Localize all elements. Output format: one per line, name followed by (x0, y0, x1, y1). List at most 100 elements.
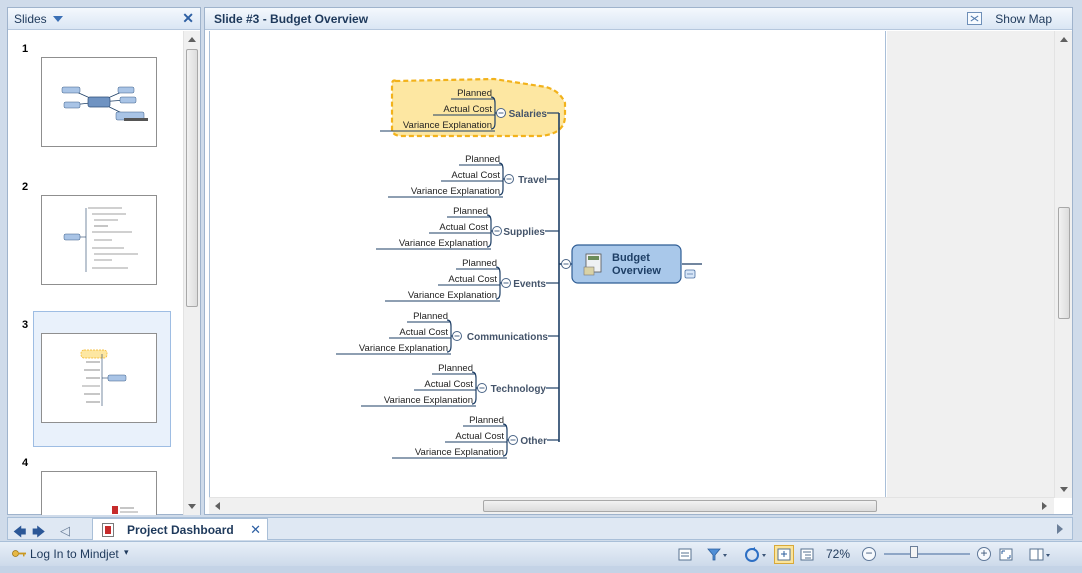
slides-pane: Slides ✕ 1 (7, 7, 201, 515)
document-tab-strip: 🡄 🡆 ◁ Project Dashboard ✕ (7, 517, 1073, 540)
subtopic-variance-explanation[interactable]: Variance Explanation (384, 395, 473, 406)
document-icon (102, 523, 114, 537)
slide-1-preview (61, 86, 148, 121)
scroll-down-arrow-icon[interactable] (1060, 487, 1068, 492)
subtopic-planned[interactable]: Planned (453, 206, 488, 217)
canvas-vertical-scrollbar[interactable] (1054, 31, 1072, 498)
slide-title: Slide #3 - Budget Overview (214, 12, 369, 26)
outline-view-button[interactable] (797, 545, 817, 564)
subtopic-planned[interactable]: Planned (413, 311, 448, 322)
calculator-icon (583, 253, 602, 276)
slide-view-pane: Slide #3 - Budget Overview Show Map Sala… (204, 7, 1073, 515)
zoom-in-icon[interactable]: + (977, 547, 991, 561)
zoom-level[interactable]: 72% (826, 547, 851, 561)
subtopic-planned[interactable]: Planned (469, 415, 504, 426)
scroll-up-arrow-icon[interactable] (188, 37, 196, 42)
filter-icon (707, 548, 727, 561)
scroll-down-arrow-icon[interactable] (188, 504, 196, 509)
scroll-right-arrow-icon[interactable] (1042, 502, 1047, 510)
subtopic-actual-cost[interactable]: Actual Cost (455, 431, 504, 442)
slides-close-icon[interactable]: ✕ (182, 10, 194, 26)
subtopic-actual-cost[interactable]: Actual Cost (399, 327, 448, 338)
outline-view-icon (800, 548, 814, 561)
sync-button[interactable] (742, 545, 770, 564)
slides-list: 1 (8, 31, 184, 515)
login-dropdown-icon[interactable]: ▾ (124, 547, 129, 557)
zoom-slider-track[interactable] (884, 553, 970, 555)
tab-scroll-left-icon[interactable]: ◁ (60, 523, 70, 538)
slide-thumbnail-1[interactable] (41, 57, 157, 147)
subtopic-planned[interactable]: Planned (457, 88, 492, 99)
subtopic-variance-explanation[interactable]: Variance Explanation (403, 120, 492, 131)
slides-scrollbar-thumb[interactable] (186, 49, 198, 307)
slide-margin-area (887, 31, 1054, 498)
slides-scrollbar[interactable] (183, 31, 200, 515)
slide-thumbnail-item-1[interactable]: 1 (8, 31, 184, 167)
login-button[interactable]: Log In to Mindjet (30, 547, 119, 561)
canvas-vertical-scrollbar-thumb[interactable] (1058, 207, 1070, 319)
map-view-button[interactable] (774, 545, 794, 564)
show-map-icon[interactable] (967, 12, 982, 25)
status-bar: Log In to Mindjet ▾ 72% − + (0, 541, 1082, 566)
subtopic-actual-cost[interactable]: Actual Cost (448, 274, 497, 285)
slide-thumbnail-item-4[interactable]: 4 (8, 445, 184, 515)
subtopic-planned[interactable]: Planned (438, 363, 473, 374)
forward-arrow-icon[interactable]: 🡆 (32, 524, 46, 539)
subtopic-actual-cost[interactable]: Actual Cost (443, 104, 492, 115)
key-icon (12, 550, 26, 557)
subtopic-actual-cost[interactable]: Actual Cost (439, 222, 488, 233)
slide-view-header: Slide #3 - Budget Overview Show Map (205, 8, 1072, 30)
branch-topic-communications[interactable]: Communications (467, 332, 549, 343)
branch-topic-travel[interactable]: Travel (518, 175, 547, 186)
sync-icon (745, 547, 766, 562)
subtopic-planned[interactable]: Planned (465, 154, 500, 165)
branch-topic-other[interactable]: Other (520, 436, 547, 447)
subtopic-variance-explanation[interactable]: Variance Explanation (408, 290, 497, 301)
slides-pane-header: Slides ✕ (8, 8, 200, 30)
slide-thumbnail-item-3[interactable]: 3 (8, 307, 184, 447)
fit-map-icon (999, 548, 1013, 561)
filter-button[interactable] (705, 545, 731, 564)
subtopic-variance-explanation[interactable]: Variance Explanation (411, 186, 500, 197)
close-tab-icon[interactable]: ✕ (250, 522, 261, 537)
back-arrow-icon[interactable]: 🡄 (13, 524, 27, 539)
slides-dropdown-icon[interactable] (53, 16, 63, 22)
branch-topic-events[interactable]: Events (513, 279, 546, 290)
tab-scroll-right-icon[interactable] (1057, 524, 1063, 534)
show-map-button[interactable]: Show Map (995, 12, 1052, 26)
subtopic-planned[interactable]: Planned (462, 258, 497, 269)
tab-project-dashboard[interactable]: Project Dashboard ✕ (92, 518, 268, 540)
canvas-horizontal-scrollbar-thumb[interactable] (483, 500, 877, 512)
selected-topic-highlight[interactable] (390, 77, 567, 138)
subtopic-actual-cost[interactable]: Actual Cost (451, 170, 500, 181)
slide-number: 3 (22, 319, 29, 331)
scroll-up-arrow-icon[interactable] (1060, 37, 1068, 42)
subtopic-variance-explanation[interactable]: Variance Explanation (399, 238, 488, 249)
layout-button[interactable] (1026, 545, 1054, 564)
slide-2-preview (63, 207, 138, 272)
subtopic-variance-explanation[interactable]: Variance Explanation (359, 343, 448, 354)
subtopic-variance-explanation[interactable]: Variance Explanation (415, 447, 504, 458)
branch-topic-supplies[interactable]: Supplies (503, 227, 545, 238)
zoom-out-icon[interactable]: − (862, 547, 876, 561)
slide-thumbnail-4[interactable] (41, 471, 157, 515)
slide-thumbnail-item-2[interactable]: 2 (8, 169, 184, 305)
notes-button[interactable] (675, 545, 695, 564)
zoom-slider-handle[interactable] (910, 546, 918, 558)
slide-number: 4 (22, 457, 29, 469)
slide-4-preview (112, 506, 138, 514)
slide-thumbnail-3[interactable] (41, 333, 157, 423)
subtopic-actual-cost[interactable]: Actual Cost (424, 379, 473, 390)
branch-topic-salaries[interactable]: Salaries (509, 109, 548, 120)
canvas-horizontal-scrollbar[interactable] (209, 497, 1054, 514)
layout-icon (1029, 548, 1050, 561)
scroll-left-arrow-icon[interactable] (215, 502, 220, 510)
slide-thumbnail-2[interactable] (41, 195, 157, 285)
fit-map-button[interactable] (996, 545, 1016, 564)
window-bottom-edge (0, 566, 1082, 573)
branch-topic-technology[interactable]: Technology (491, 384, 547, 395)
